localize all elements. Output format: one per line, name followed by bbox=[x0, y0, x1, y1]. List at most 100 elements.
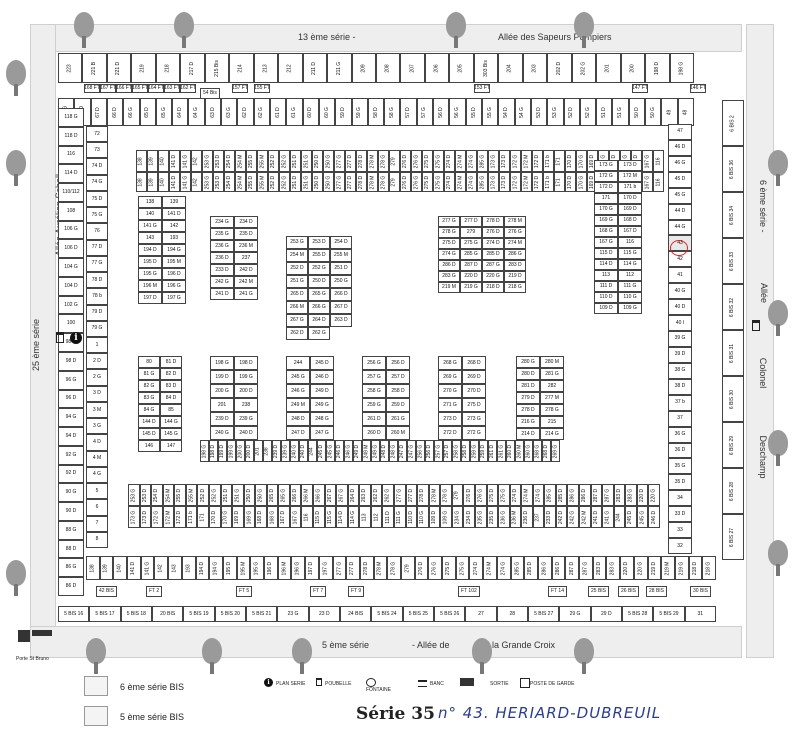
plot-lot[interactable]: 283 D bbox=[592, 556, 607, 580]
plot-lot[interactable]: 209 bbox=[351, 53, 376, 83]
plot-lot[interactable]: 118 G bbox=[58, 108, 84, 127]
plot-lot[interactable]: 256 G bbox=[362, 356, 386, 370]
plot-lot[interactable]: 280 M bbox=[540, 356, 564, 368]
plot-lot[interactable]: 245 D bbox=[310, 356, 334, 370]
plot-lot[interactable]: 267 D bbox=[330, 301, 352, 314]
plot-lot[interactable]: 218 D bbox=[482, 282, 504, 293]
plot-lot[interactable]: 249 D bbox=[353, 440, 362, 462]
plot-lot[interactable]: 254 D bbox=[330, 236, 352, 249]
plot-lot[interactable]: 5 BIS 16 bbox=[58, 606, 90, 622]
plot-lot[interactable]: 263 D bbox=[330, 314, 352, 327]
plot-lot[interactable]: 275 D bbox=[486, 484, 499, 506]
plot-lot[interactable]: 241 G bbox=[234, 288, 258, 300]
plot-lot[interactable]: 194 G bbox=[209, 556, 223, 580]
plot-lot[interactable]: 253 D bbox=[213, 172, 224, 192]
plot-lot[interactable]: 282 bbox=[540, 380, 564, 392]
plot-lot[interactable]: 274 M bbox=[504, 238, 526, 249]
plot-lot[interactable]: 277 D bbox=[345, 172, 356, 192]
plot-lot[interactable]: 275 D bbox=[422, 172, 433, 192]
plot-lot[interactable]: 28 bbox=[496, 606, 528, 622]
plot-lot[interactable]: 277 G bbox=[334, 172, 345, 192]
plot-lot[interactable]: 56 G bbox=[449, 98, 466, 126]
plot-lot[interactable]: 141 G bbox=[140, 556, 155, 580]
plot-lot[interactable]: 262 G bbox=[308, 327, 330, 340]
plot-lot[interactable]: 64 G bbox=[188, 98, 205, 126]
plot-lot[interactable]: 275 G bbox=[433, 172, 444, 192]
plot-lot[interactable]: 278 G bbox=[378, 172, 389, 192]
plot-lot[interactable]: 251 D bbox=[220, 484, 233, 506]
plot-lot[interactable]: 254 M bbox=[235, 150, 246, 172]
plot-lot[interactable]: 142 bbox=[162, 220, 186, 232]
plot-lot[interactable]: 57 D bbox=[400, 98, 417, 126]
plot-lot[interactable]: 235 D bbox=[234, 228, 258, 240]
plot-lot[interactable]: 77 D bbox=[86, 239, 108, 256]
plot-lot[interactable]: 34 bbox=[668, 490, 692, 507]
plot-lot[interactable]: 54 G bbox=[514, 98, 531, 126]
plot-lot[interactable]: 6 BIS 30 bbox=[722, 376, 744, 422]
plot-lot[interactable]: 242 M bbox=[579, 506, 591, 528]
plot-lot[interactable]: 221 D bbox=[106, 53, 132, 83]
plot-lot[interactable]: 167 D bbox=[278, 506, 290, 528]
plot-lot[interactable]: 78 b bbox=[86, 288, 108, 305]
plot-lot[interactable]: 51 G bbox=[612, 98, 629, 126]
plot-lot[interactable]: 106 D bbox=[58, 239, 84, 259]
plot-lot[interactable]: 253 D bbox=[308, 236, 330, 249]
plot-lot[interactable]: 199 D bbox=[218, 440, 227, 462]
plot-lot[interactable]: 114 G bbox=[347, 506, 360, 528]
plot-lot[interactable]: 244 bbox=[308, 440, 317, 462]
plot-lot[interactable]: 200 D bbox=[234, 384, 258, 398]
plot-lot[interactable]: 5 BIS 17 bbox=[89, 606, 121, 622]
plot-lot[interactable]: 278 D bbox=[359, 556, 374, 580]
plot-lot[interactable]: 233 D bbox=[210, 264, 234, 276]
plot-lot[interactable]: 141 G bbox=[180, 172, 191, 192]
plot-lot[interactable]: 274 G bbox=[438, 249, 460, 260]
plot-lot[interactable]: 3 D bbox=[86, 385, 108, 402]
plot-lot[interactable]: 162 FT bbox=[180, 84, 196, 93]
plot-lot[interactable]: 277 M bbox=[540, 392, 564, 404]
plot-lot[interactable]: 253 G bbox=[128, 484, 140, 506]
plot-lot[interactable]: 196 D bbox=[264, 556, 278, 580]
plot-lot[interactable]: 285 G bbox=[477, 172, 488, 192]
plot-lot[interactable]: 255 D bbox=[308, 249, 330, 262]
plot-lot[interactable]: 275 G bbox=[460, 238, 482, 249]
plot-lot[interactable]: 201 bbox=[210, 398, 234, 412]
plot-lot[interactable]: 40 I bbox=[668, 315, 692, 332]
plot-lot[interactable]: 253 G bbox=[202, 172, 213, 192]
plot-lot[interactable]: 249 M bbox=[286, 398, 310, 412]
plot-lot[interactable]: 196 M bbox=[277, 556, 292, 580]
plot-lot[interactable]: 110/112 bbox=[58, 183, 84, 202]
plot-lot[interactable]: 274 D bbox=[469, 556, 484, 580]
plot-lot[interactable]: 37 b bbox=[668, 394, 692, 411]
plot-lot[interactable]: 247 G bbox=[310, 426, 334, 440]
plot-lot[interactable]: 238 bbox=[263, 440, 272, 462]
plot-lot[interactable]: 31 bbox=[684, 606, 716, 622]
plot-lot[interactable]: 171 bbox=[554, 172, 565, 192]
plot-lot[interactable]: 248 D bbox=[286, 412, 310, 426]
plot-lot[interactable]: 266 D bbox=[330, 288, 352, 301]
plot-lot[interactable]: 239 D bbox=[210, 412, 234, 426]
plot-lot[interactable]: 242 D bbox=[234, 264, 258, 276]
plot-lot[interactable]: 35 G bbox=[668, 458, 692, 475]
plot-lot[interactable]: 266 M bbox=[301, 484, 314, 506]
plot-lot[interactable]: 143 bbox=[168, 556, 182, 580]
plot-lot[interactable]: 5 BIS 26 bbox=[434, 606, 466, 622]
plot-lot[interactable]: 254 M bbox=[162, 484, 175, 506]
plot-lot[interactable]: 102 G bbox=[58, 295, 84, 315]
plot-lot[interactable]: 144 D bbox=[138, 416, 160, 428]
plot-lot[interactable]: 47 bbox=[668, 124, 692, 140]
plot-lot[interactable]: 219 M bbox=[661, 556, 675, 580]
plot-lot[interactable]: 110 D bbox=[405, 506, 418, 528]
plot-lot[interactable]: 167 G bbox=[289, 506, 302, 528]
plot-lot[interactable]: 173 D bbox=[139, 506, 152, 528]
plot-lot[interactable]: 138 bbox=[86, 556, 100, 580]
plot-lot[interactable]: 262 D bbox=[286, 327, 308, 340]
plot-lot[interactable]: 116 bbox=[301, 506, 314, 528]
plot-lot[interactable]: 240 D bbox=[299, 440, 308, 462]
plot-lot[interactable]: 215 Bis bbox=[204, 53, 230, 83]
plot-lot[interactable]: 218 D bbox=[688, 556, 703, 580]
plot-lot[interactable]: 208 bbox=[376, 53, 401, 83]
plot-lot[interactable]: 164 FT bbox=[148, 84, 164, 93]
plot-lot[interactable]: 240 D bbox=[234, 426, 258, 440]
plot-lot[interactable]: 255 M bbox=[330, 249, 352, 262]
plot-lot[interactable]: 65 G bbox=[155, 98, 173, 126]
